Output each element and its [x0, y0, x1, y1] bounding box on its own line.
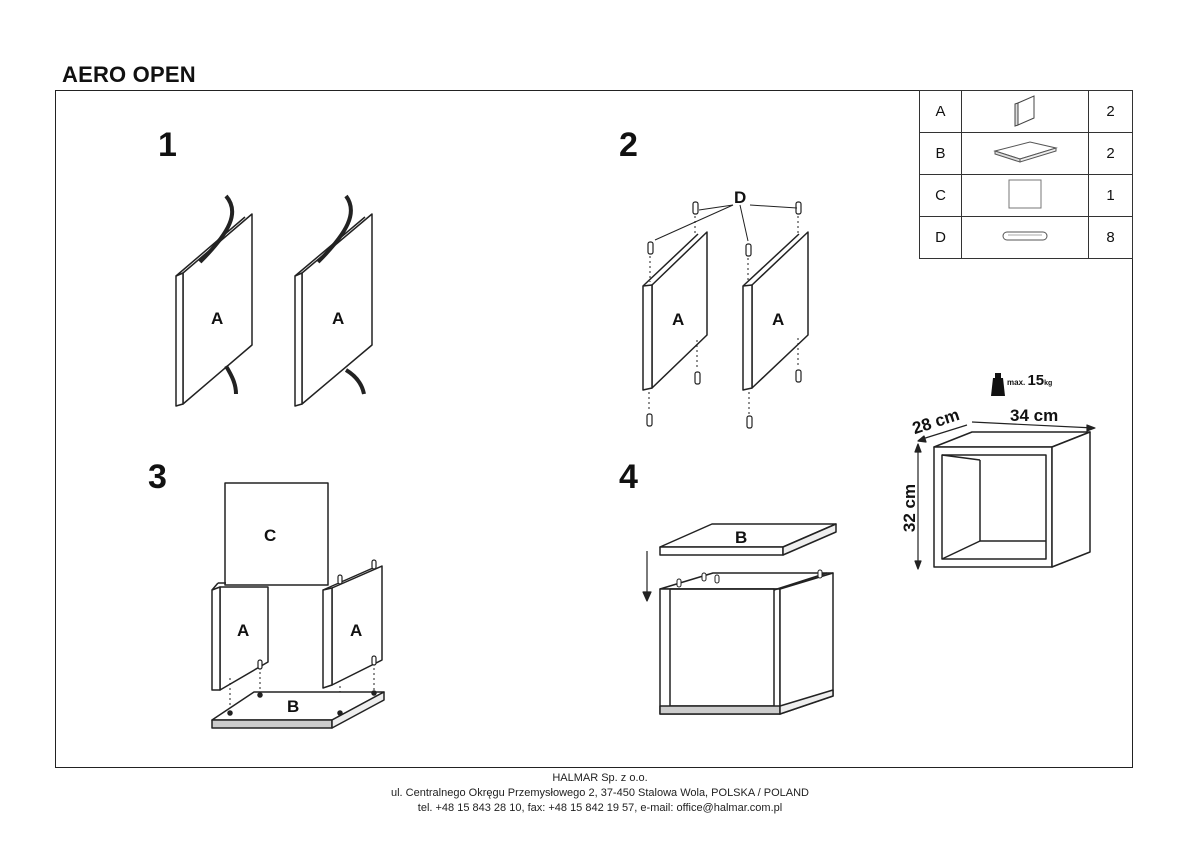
step1-panel-right [294, 194, 373, 407]
part-letter: C [919, 174, 962, 217]
step2-label-a-right: A [772, 310, 785, 329]
step4-shelf-b [659, 523, 837, 556]
step2-label-a-left: A [672, 310, 685, 329]
max-label: max. [1007, 378, 1026, 387]
part-qty: 2 [1088, 90, 1133, 133]
back-panel-icon [960, 174, 1090, 217]
step2-label-d: D [734, 188, 747, 207]
step3-label-b: B [287, 697, 300, 716]
step3-label-a-left: A [237, 621, 250, 640]
parts-row-d: D 8 [919, 216, 1133, 259]
step1-panel-left [175, 194, 253, 407]
max-value: 15 [1027, 372, 1045, 389]
max-load-label: max. 15kg [1007, 372, 1052, 389]
step3-label-c: C [264, 526, 277, 545]
step2-dowels [646, 201, 802, 429]
step3-label-a-right: A [350, 621, 363, 640]
footer-address: ul. Centralnego Okręgu Przemysłowego 2, … [390, 787, 809, 799]
parts-row-c: C 1 [919, 174, 1133, 217]
part-qty: 1 [1088, 174, 1133, 217]
step2-callout-lines [654, 204, 798, 242]
step3-panel-right [322, 565, 383, 689]
dimension-cabinet [933, 431, 1091, 568]
footer-contact: tel. +48 15 843 28 10, fax: +48 15 842 1… [417, 802, 783, 814]
dimension-lines [914, 421, 1096, 570]
step4-cabinet [659, 569, 834, 715]
step2-panel-left [642, 231, 708, 391]
height-dimension: 32 cm [900, 483, 919, 533]
width-dimension: 34 cm [1010, 406, 1059, 425]
step2-dowel-guides [648, 216, 799, 414]
step3-shelf-b [211, 690, 385, 729]
step-number-2: 2 [619, 126, 638, 164]
instruction-frame [55, 90, 1133, 768]
parts-table: A 2 B 2 C 1 D 8 [919, 90, 1133, 259]
step2-panel-right [742, 231, 809, 391]
step4-arrow [642, 551, 652, 602]
dowel-icon [960, 216, 1090, 259]
part-qty: 8 [1088, 216, 1133, 259]
step-number-4: 4 [619, 458, 638, 496]
side-panel-icon [960, 90, 1090, 133]
step1-label-a-left: A [211, 309, 224, 328]
step3-panel-left [211, 582, 269, 691]
step3-dowels [257, 559, 377, 670]
step4-label-b: B [735, 528, 748, 547]
step1-label-a-right: A [332, 309, 345, 328]
weight-icon [991, 373, 1005, 396]
part-letter: D [919, 216, 962, 259]
footer-company: HALMAR Sp. z o.o. [552, 772, 648, 784]
step3-back-panel [224, 482, 329, 586]
step-number-1: 1 [158, 126, 177, 164]
part-letter: B [919, 132, 962, 175]
step-number-3: 3 [148, 458, 167, 496]
max-unit: kg [1044, 380, 1053, 387]
document-title: AERO OPEN [62, 62, 196, 87]
